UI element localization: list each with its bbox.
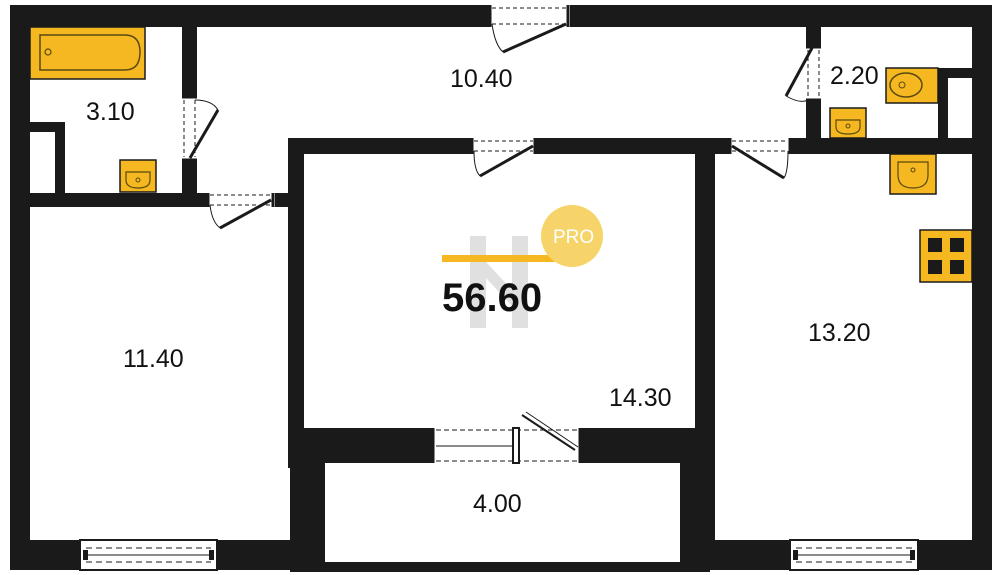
wall-toilet-right bbox=[938, 68, 948, 143]
door-icon bbox=[488, 5, 570, 54]
wall-bottom-right-b bbox=[918, 540, 992, 570]
wall-living-top-mid bbox=[535, 138, 730, 154]
room-area-bedroom-left: 11.40 bbox=[123, 345, 184, 373]
wall-toilet-left-top bbox=[806, 22, 821, 47]
pro-badge: PRO bbox=[553, 227, 595, 248]
wall-living-top-left bbox=[288, 138, 473, 154]
wall-bottom-mid-left bbox=[290, 460, 325, 570]
door-icon bbox=[728, 138, 792, 180]
room-area-bathroom: 3.10 bbox=[86, 98, 135, 126]
wall-bottom-right-a bbox=[700, 540, 790, 570]
door-icon bbox=[206, 193, 275, 230]
wall-living-left bbox=[288, 138, 304, 468]
door-icon bbox=[784, 45, 821, 102]
wall-top-left bbox=[10, 5, 490, 27]
wall-bath-bottom bbox=[28, 193, 208, 207]
toilet-icon bbox=[885, 67, 939, 104]
wall-kitchen-top bbox=[790, 138, 980, 154]
door-icon bbox=[182, 95, 220, 162]
walls bbox=[10, 5, 992, 572]
wall-bottom-left-a bbox=[10, 540, 80, 570]
doors bbox=[182, 5, 821, 464]
wall-bath-niche-left bbox=[28, 122, 63, 132]
wall-left bbox=[10, 5, 30, 570]
sink-icon bbox=[119, 159, 157, 193]
windows bbox=[79, 539, 919, 571]
wall-top-right bbox=[570, 5, 990, 27]
window-icon bbox=[79, 539, 218, 571]
room-area-balcony: 4.00 bbox=[473, 490, 522, 518]
wall-toilet-right-top bbox=[938, 68, 978, 78]
wall-bottom-balcony bbox=[290, 562, 710, 572]
fixtures bbox=[29, 26, 973, 283]
door-icon bbox=[431, 411, 582, 464]
stove-icon bbox=[919, 229, 973, 283]
wall-living-bottom-left bbox=[288, 428, 433, 463]
bathtub-icon bbox=[29, 26, 146, 80]
sink-icon bbox=[829, 107, 867, 139]
room-area-toilet: 2.20 bbox=[830, 62, 879, 90]
door-icon bbox=[470, 138, 537, 178]
wall-bath-niche-right bbox=[55, 122, 65, 202]
room-area-kitchen: 13.20 bbox=[808, 319, 871, 347]
wall-toilet-left-bottom bbox=[806, 100, 821, 145]
room-area-hallway: 10.40 bbox=[450, 65, 513, 93]
room-area-living-room: 14.30 bbox=[609, 384, 672, 412]
wall-bath-right-top bbox=[182, 22, 197, 97]
wall-right bbox=[972, 5, 992, 570]
wall-living-bottom-right bbox=[580, 428, 715, 463]
logo-icon bbox=[442, 205, 603, 328]
wall-living-right bbox=[695, 138, 715, 468]
sink-icon bbox=[889, 153, 937, 195]
window-icon bbox=[789, 539, 919, 571]
total-area-label: 56.60 bbox=[442, 276, 543, 320]
